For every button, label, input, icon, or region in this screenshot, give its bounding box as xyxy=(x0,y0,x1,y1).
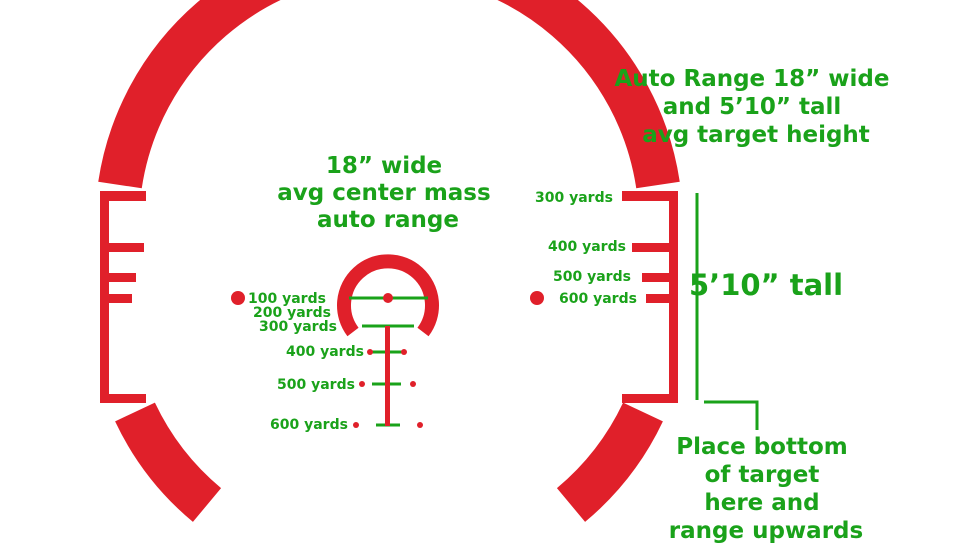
place-bottom-note: Place bottom of target here and range up… xyxy=(669,434,863,544)
center-label-500: 500 yards xyxy=(277,377,355,393)
outer-ring-top-arc xyxy=(98,0,680,189)
center-aim-dot xyxy=(383,293,393,303)
right-label-500: 500 yards xyxy=(553,269,631,285)
holdover-dots xyxy=(353,349,423,428)
left-side-dot xyxy=(231,291,245,305)
center-label-300: 300 yards xyxy=(259,319,337,335)
left-range-bracket xyxy=(100,191,146,403)
right-range-bracket xyxy=(622,191,678,403)
right-side-dot xyxy=(530,291,544,305)
outer-ring-bottom-left-arc xyxy=(115,402,222,522)
center-vertical-post xyxy=(385,326,390,426)
auto-range-note: Auto Range 18” wide and 5’10” tall avg t… xyxy=(615,66,898,148)
center-mass-note: 18” wide avg center mass auto range xyxy=(277,153,498,233)
center-label-600: 600 yards xyxy=(270,417,348,433)
center-label-400: 400 yards xyxy=(286,344,364,360)
right-label-400: 400 yards xyxy=(548,239,626,255)
right-label-600: 600 yards xyxy=(559,291,637,307)
tall-note: 5’10” tall xyxy=(689,268,843,302)
right-label-300: 300 yards xyxy=(535,190,613,206)
center-label-100: 100 yards xyxy=(248,291,326,307)
center-label-200: 200 yards xyxy=(253,305,331,321)
outer-ring-bottom-right-arc xyxy=(556,402,663,522)
center-horseshoe xyxy=(337,254,439,337)
target-height-indicator xyxy=(695,193,759,430)
